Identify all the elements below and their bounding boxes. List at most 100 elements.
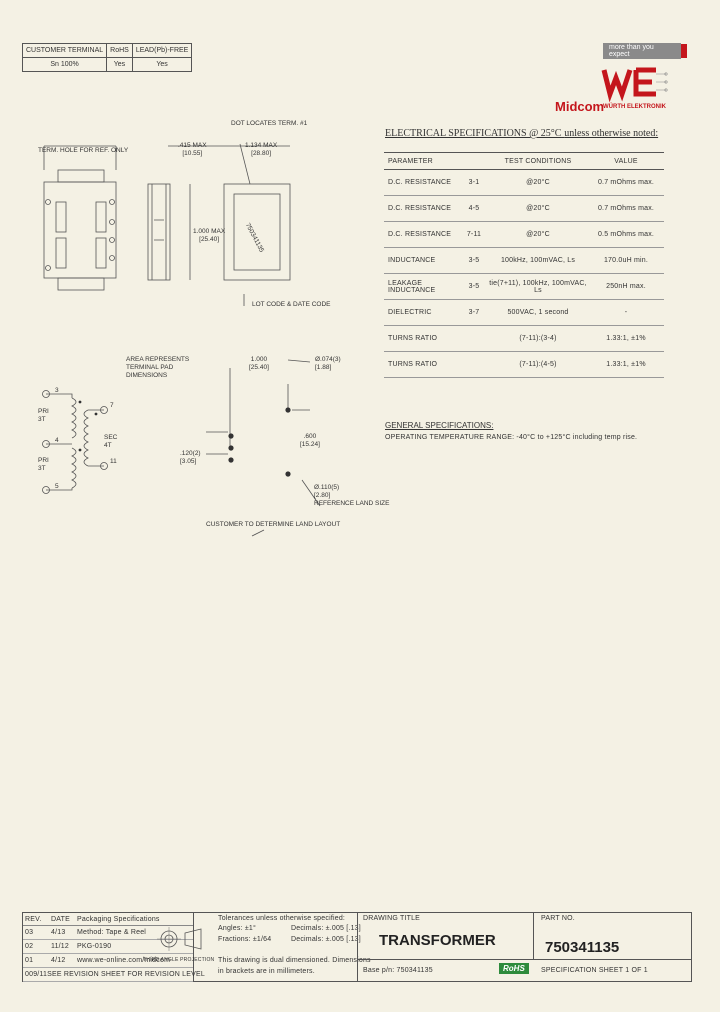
brand-right: WÜRTH ELEKTRONIK [603,104,666,110]
body-side-left [43,181,117,279]
value-cell: 170.0uH min. [603,257,649,264]
tol-title: Tolerances unless otherwise specified: [218,915,346,922]
height-dim: 1.000 MAX [25.40] [193,228,225,244]
desc-cell: www.we-online.com/midcom [77,957,171,964]
divider [357,913,358,981]
max-len-mm: [28.80] [251,150,272,157]
mechanical-drawing [42,143,321,537]
electrical-table-header: PARAMETER TEST CONDITIONS VALUE [384,152,664,170]
header-cell: LEAD(Pb)-FREE [131,43,193,58]
third-angle-icon [157,927,202,951]
col-header: PARAMETER [388,157,433,165]
value-cell: - [624,309,628,316]
param-cell: DIELECTRIC [388,309,432,316]
max-len-in: 1.134 MAX [245,142,278,149]
cond-cell: 100kHz, 100mVAC, Ls [500,257,576,264]
tol-decimals-2: Decimals: ±.005 [.13] [291,936,361,943]
general-title: GENERAL SPECIFICATIONS: [385,421,494,430]
brand-left: Midcom [555,99,605,114]
param-cell: TURNS RATIO [388,335,438,342]
customer-note: CUSTOMER TO DETERMINE LAND LAYOUT [206,521,341,528]
value-cell: 0.7 mOhms max. [597,205,655,212]
brand-tagline-bar: more than you expect [603,43,687,59]
max-width: .415 MAX [10.55] [178,142,207,158]
electrical-title-main: ELECTRICAL SPECIFICATIONS @ 25°C [385,128,562,139]
col-header: TEST CONDITIONS [504,157,572,165]
rev-cell: 00 [25,971,34,978]
hole-dia: Ø.074(3) [1.88] [315,356,341,372]
pitch-mm: [3.05] [180,458,197,465]
part-no-label: PART NO. [541,915,575,922]
pin-hole-icon [45,199,51,205]
row-gap-in: .600 [303,433,317,440]
pin-label: 4 [55,437,59,444]
cond-cell: @20°C [526,231,550,238]
electrical-table: PARAMETER TEST CONDITIONS VALUE D.C. RES… [384,152,664,378]
ref-pad: Ø.110(5) [2.80] REFERENCE LAND SIZE [314,484,390,508]
param-cell: D.C. RESISTANCE [388,179,452,186]
tagline-accent [681,44,687,58]
value-cell: 0.7 mOhms max. [597,179,655,186]
tol-angles: Angles: ±1° [218,925,257,932]
param-cell: D.C. RESISTANCE [388,205,452,212]
pad-span-mm: [25.40] [249,364,269,371]
hole-dia-in: Ø.074(3) [315,356,341,363]
pri2-label: PRI 3T [38,457,49,473]
pins-cell: 3-1 [468,179,480,186]
rev-cell: 03 [25,929,34,936]
ref-pad-mm: [2.80] [314,492,331,499]
height-in: 1.000 MAX [193,228,226,235]
rev-header: REV. DATE Packaging Specifications [23,913,193,926]
pitch-dim: .120(2) [3.05] [180,450,201,466]
body-top-view [223,183,291,281]
projection-symbol [155,925,205,953]
date-cell: 9/11 [33,971,48,978]
height-mm: [25.40] [199,236,220,243]
drawing-title-label: DRAWING TITLE [363,915,421,922]
part-no: 750341135 [545,939,620,956]
cond-cell: 500VAC, 1 second [507,309,569,316]
date-cell: 11/12 [51,943,69,950]
dual-note: This drawing is dual dimensioned. Dimens… [218,957,371,964]
header-cell: CUSTOMER TERMINAL [21,43,108,58]
cond-cell: (7-11):(4-5) [519,361,557,368]
tol-fractions: Fractions: ±1/64 [218,936,272,943]
desc-cell: SEE REVISION SHEET FOR REVISION LEVEL [47,971,205,978]
max-width-mm: [10.55] [182,150,203,157]
general-text: OPERATING TEMPERATURE RANGE: -40°C to +1… [385,434,638,441]
value-cell: 1.33:1, ±1% [606,361,646,368]
base-pn: Base p/n: 750341135 [363,967,433,974]
desc-cell: PKG-0190 [77,943,112,950]
pitch-in: .120(2) [180,450,201,457]
area-note: AREA REPRESENTS TERMINAL PAD DIMENSIONS [126,356,190,379]
value-cell: Yes [106,57,133,72]
we-logo [600,66,670,103]
pad-span: 1.000 [25.40] [249,356,269,372]
sec-turns: 4T [104,442,112,449]
projection-label: THIRD ANGLE PROJECTION [143,957,215,963]
rev-cell: 01 [25,957,34,964]
cond-cell: (7-11):(3-4) [519,335,557,342]
drawing-title: TRANSFORMER [379,932,496,949]
param-cell: D.C. RESISTANCE [388,231,452,238]
header-cell: RoHS [106,43,133,58]
sec-label: SEC 4T [104,434,117,450]
rev-cell: 02 [25,943,34,950]
electrical-row: TURNS RATIO(7-11):(3-4)1.33:1, ±1% [384,326,664,352]
value-cell: Sn 100% [21,57,108,72]
param-cell: TURNS RATIO [388,361,438,368]
pri2: PRI [38,457,49,464]
max-width-in: .415 MAX [178,142,207,149]
pri1-label: PRI 3T [38,408,49,424]
dot-note: DOT LOCATES TERM. #1 [231,120,308,127]
